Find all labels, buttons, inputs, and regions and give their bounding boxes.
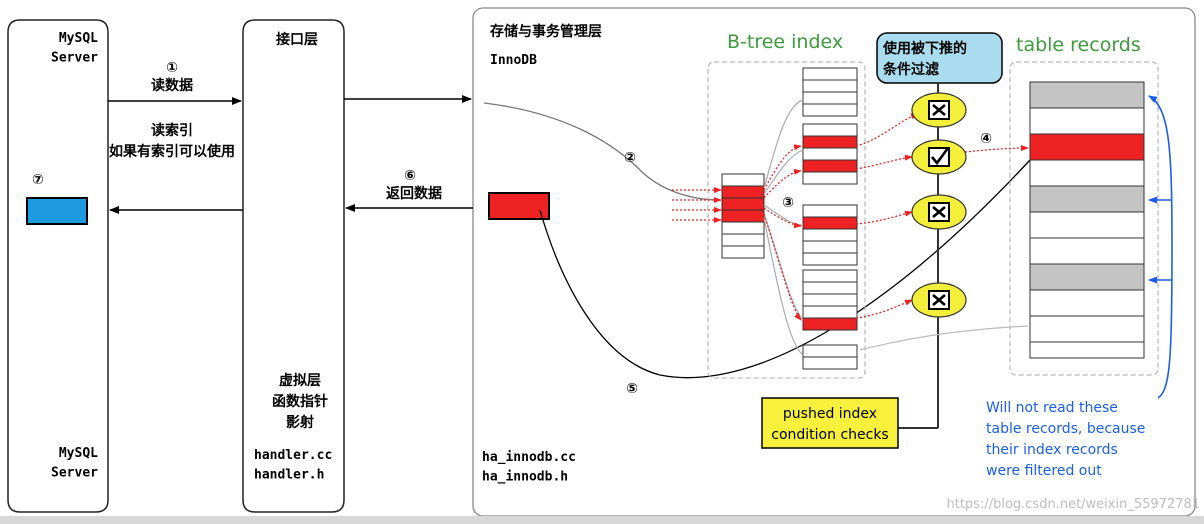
table-record-row — [1029, 107, 1145, 135]
step-6-label: ⑥ — [404, 168, 416, 184]
root-node-row — [721, 185, 765, 199]
leaf-node-row — [802, 159, 858, 173]
read-data-label: 读数据 — [151, 77, 193, 94]
step-2-label: ② — [624, 150, 636, 166]
leaf-node-row — [802, 204, 858, 218]
storage-layer-title: 存储与事务管理层 — [490, 23, 602, 40]
root-node-row — [721, 209, 765, 223]
table-record-row — [1029, 315, 1145, 343]
client-result-block — [26, 197, 88, 225]
red-index-arrows — [672, 113, 1029, 321]
root-node-row — [721, 173, 765, 187]
interface-layer-title: 接口层 — [276, 31, 318, 48]
record-rows — [1029, 81, 1145, 359]
btree-title: B-tree index — [727, 31, 843, 53]
table-record-row — [1029, 263, 1145, 291]
root-node-row — [721, 245, 765, 259]
leaf-node-row — [802, 356, 858, 370]
table-record-row — [1029, 159, 1145, 187]
table-record-row — [1029, 341, 1145, 359]
records-title: table records — [1016, 34, 1141, 56]
leaf-node-row — [802, 91, 858, 105]
table-record-row — [1029, 81, 1145, 109]
leaf-node-row — [802, 269, 858, 283]
leaf-node-row — [802, 147, 858, 161]
leaf-node-row — [802, 281, 858, 295]
pushdown-bubble-text: 使用被下推的条件过滤 — [882, 40, 967, 78]
leaf-node-row — [802, 67, 858, 81]
fetched-record-block — [488, 192, 550, 220]
condition-pass-icon — [911, 139, 967, 175]
table-records: table records — [1009, 34, 1159, 376]
condition-fail-icon — [911, 92, 967, 128]
watermark-text: https://blog.csdn.net/weixin_55972781 — [946, 497, 1200, 512]
leaf-node-row — [802, 252, 858, 266]
leaf-nodes — [802, 67, 858, 370]
virtual-layer-label: 虚拟层函数指针影射 — [272, 372, 328, 431]
leaf-node-row — [802, 123, 858, 137]
bottom-bar — [0, 516, 1204, 524]
btree-index: B-tree index ③ — [707, 31, 866, 379]
innodb-label: InnoDB — [490, 53, 537, 68]
return-data-label: 返回数据 — [386, 185, 442, 202]
condition-fail-icon — [911, 194, 967, 230]
leaf-node-row — [802, 135, 858, 149]
return-curve — [539, 159, 1031, 379]
root-node-row — [721, 221, 765, 235]
leaf-node-row — [802, 305, 858, 319]
step-1-label: ① — [166, 60, 178, 76]
leaf-node-row — [802, 103, 858, 117]
leaf-node-row — [802, 171, 858, 185]
fetch-curve — [483, 102, 721, 201]
root-node — [721, 173, 765, 259]
condition-checks — [911, 92, 967, 318]
step-3-label: ③ — [782, 195, 794, 211]
table-record-row — [1029, 211, 1145, 239]
read-index-label: 读索引如果有索引可以使用 — [109, 122, 235, 160]
table-record-row — [1029, 185, 1145, 213]
gray-link-bottom — [859, 325, 1029, 351]
table-record-row — [1029, 133, 1145, 161]
root-node-row — [721, 233, 765, 247]
step-5-label: ⑤ — [626, 381, 638, 397]
leaf-node-row — [802, 228, 858, 242]
skipped-records-arrows — [1148, 95, 1173, 399]
step-4-label: ④ — [980, 131, 992, 147]
tree-connections — [763, 99, 804, 356]
leaf-node-row — [802, 79, 858, 93]
condition-fail-icon — [911, 282, 967, 318]
leaf-node-row — [802, 293, 858, 307]
root-node-row — [721, 197, 765, 211]
leaf-node-row — [802, 344, 858, 358]
table-record-row — [1029, 237, 1145, 265]
leaf-node-row — [802, 240, 858, 254]
pushdown-condition-bubble: 使用被下推的条件过滤 — [876, 32, 1003, 84]
flow-arrows: ① 读数据 读索引如果有索引可以使用 ⑥ 返回数据 — [108, 60, 473, 214]
leaf-node-row — [802, 317, 858, 331]
table-record-row — [1029, 289, 1145, 317]
step-7-label: ⑦ — [32, 172, 44, 188]
leaf-node-row — [802, 216, 858, 230]
